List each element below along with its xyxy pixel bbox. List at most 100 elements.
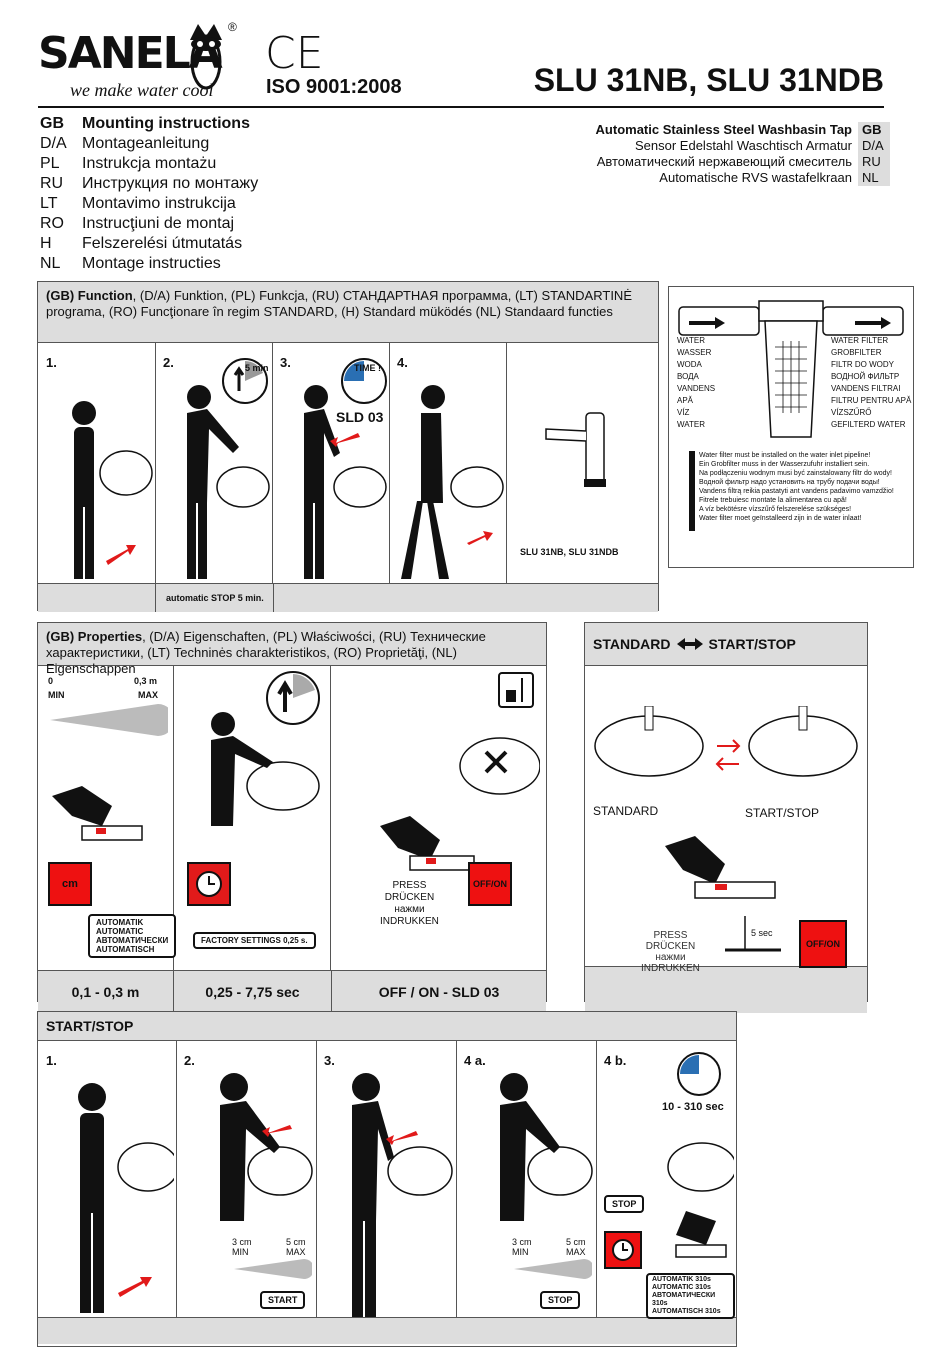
filter-right-label: WATER FILTER xyxy=(831,336,889,345)
product-label: Автоматический нержавеющий смеситель xyxy=(596,154,852,169)
stop-badge: STOP xyxy=(604,1195,645,1213)
hand-pressing-icon xyxy=(665,836,776,899)
clock-icon xyxy=(612,1239,634,1261)
press-label: DRÜCKEN xyxy=(645,941,696,952)
mode-offon-button[interactable]: OFF/ON xyxy=(799,920,847,968)
person-washing-icon xyxy=(211,712,320,826)
product-code: RU xyxy=(858,154,890,170)
filter-notes: Water filter must be installed on the wa… xyxy=(689,451,899,531)
press-label: DRÜCKEN xyxy=(384,892,435,903)
language-code: NL xyxy=(40,255,61,272)
press-label: PRESS xyxy=(653,930,688,941)
language-code: RO xyxy=(40,215,64,232)
filter-left-label: WASSER xyxy=(677,348,712,357)
filter-right-label: GROBFILTER xyxy=(831,348,882,357)
cross-mark-icon xyxy=(459,737,540,795)
function-model-label: SLU 31NB, SLU 31NDB xyxy=(520,547,619,557)
tap-product-icon xyxy=(545,412,606,487)
hand-pressing-icon xyxy=(675,1211,727,1258)
startstop-footer xyxy=(38,1317,736,1344)
sensor-range-beam-icon xyxy=(514,1259,592,1279)
language-label: Montage instructies xyxy=(82,255,221,272)
clock-button[interactable] xyxy=(604,1231,642,1269)
startstop-panel: START/STOP 1. 2. 3 cm 5 cm MIN MAX xyxy=(37,1011,737,1347)
language-row: RO Instrucţiuni de montaj xyxy=(40,214,258,234)
filter-right-label: VANDENS FILTRAI xyxy=(831,384,901,393)
language-label: Montavimo instrukcija xyxy=(82,195,236,212)
filter-note: A víz bekötésre vízszűrő felszerelése sz… xyxy=(699,506,852,513)
basin-icon xyxy=(667,1142,734,1192)
product-row: Автоматический нержавеющий смеситель RU xyxy=(596,154,890,170)
cm-button[interactable]: cm xyxy=(48,862,92,906)
automatic-label: AUTOMATIK xyxy=(96,918,144,927)
filter-right-label: ВОДНОЙ ФИЛЬТР xyxy=(831,372,900,381)
person-walking-away-icon xyxy=(401,385,504,579)
basin-startstop-icon xyxy=(748,706,858,777)
factory-settings-badge: FACTORY SETTINGS 0,25 s. xyxy=(193,932,316,949)
start-badge: START xyxy=(260,1291,306,1309)
filter-left-label: VANDENS xyxy=(677,384,716,393)
automatic-label: AUTOMATISCH xyxy=(96,945,155,954)
product-code: NL xyxy=(858,170,890,186)
cleaning-icon xyxy=(498,672,534,708)
filter-note: Vandens filtrą reikia pastatyti ant vand… xyxy=(699,488,894,495)
language-code: PL xyxy=(40,155,60,172)
function-step-4: 4. xyxy=(389,343,507,583)
clock-icon xyxy=(196,871,222,897)
person-washing-icon xyxy=(500,1073,593,1221)
function-product-cell: SLU 31NB, SLU 31NDB xyxy=(506,343,657,583)
language-label: Felszerelési útmutatás xyxy=(82,235,243,252)
product-code: GB xyxy=(858,122,890,138)
offon-button[interactable]: OFF/ON xyxy=(468,862,512,906)
startstop-step-4a: 4 a. 3 cm 5 cm MIN MAX STOP xyxy=(456,1041,597,1317)
double-arrow-icon xyxy=(676,638,703,650)
person-reaching-icon xyxy=(352,1073,453,1317)
automatic-310s-label: АВТОМАТИЧЕСКИ 310s xyxy=(652,1292,716,1307)
iso-label: ISO 9001:2008 xyxy=(266,76,402,98)
timer-icon xyxy=(677,1052,721,1096)
startstop-label: START/STOP xyxy=(745,806,820,820)
automatic-label: AUTOMATIC xyxy=(96,927,144,936)
hold-seconds-label: 5 sec xyxy=(751,928,773,938)
startstop-header: START/STOP xyxy=(38,1012,736,1041)
properties-timer-cell: FACTORY SETTINGS 0,25 s. xyxy=(173,666,331,970)
sensor-range-beam-icon xyxy=(50,704,168,736)
product-code: D/A xyxy=(858,138,890,154)
properties-panel-header: (GB) Properties, (D/A) Eigenschaften, (P… xyxy=(38,623,546,676)
filter-right-label: FILTRU PENTRU APĂ xyxy=(831,396,912,405)
standard-label: STANDARD xyxy=(593,804,659,818)
offon-value: OFF / ON - SLD 03 xyxy=(378,984,500,1000)
function-panel-header: (GB) Function, (D/A) Funktion, (PL) Funk… xyxy=(38,282,658,343)
press-label: INDRUKKEN xyxy=(641,963,700,974)
press-label: INDRUKKEN xyxy=(380,916,439,927)
startstop-step-1: 1. xyxy=(38,1041,177,1317)
automatic-label: АВТОМАТИЧЕСКИ xyxy=(96,936,169,945)
language-label: Mounting instructions xyxy=(82,115,250,132)
language-label: Instrucţiuni de montaj xyxy=(82,215,235,232)
language-code: LT xyxy=(40,195,58,212)
range-value: 0,1 - 0,3 m xyxy=(38,971,174,1013)
function-panel-footer: automatic STOP 5 min. xyxy=(38,583,658,612)
press-label: нажми xyxy=(394,904,425,915)
auto-stop-label: automatic STOP 5 min. xyxy=(166,593,264,603)
press-label: PRESS xyxy=(392,880,427,891)
person-standing-icon xyxy=(78,1083,174,1313)
clock-button[interactable] xyxy=(187,862,231,906)
language-label: Инструкция по монтажу xyxy=(82,175,259,192)
filter-left-label: WATER xyxy=(677,336,705,345)
